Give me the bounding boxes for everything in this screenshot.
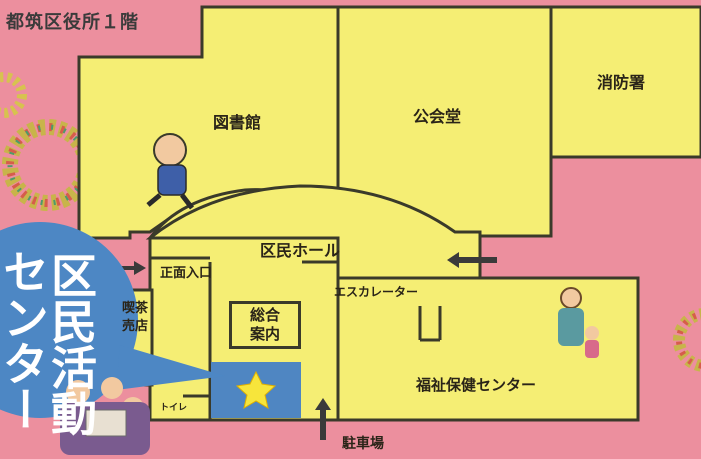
callout-text-right: 区民活動 — [44, 252, 98, 436]
person-illustration-welfare — [558, 287, 599, 358]
wreath-decoration-right — [673, 308, 701, 372]
info-desk-line1: 総合 — [249, 306, 280, 324]
label-escalator: エスカレーター — [334, 285, 419, 299]
arrow-icon-parking — [315, 398, 331, 440]
arrow-icon-east — [447, 252, 497, 268]
room-label-shop: 売店 — [121, 319, 148, 334]
person-illustration-group — [60, 377, 150, 455]
room-label-welfare-center: 福祉保健センター — [416, 376, 537, 394]
info-desk-line2: 案内 — [249, 325, 280, 343]
partitions — [150, 256, 442, 420]
info-desk: 総合 案内 — [229, 301, 301, 349]
arrow-icons — [104, 252, 497, 440]
room-ward-hall-north — [145, 184, 482, 308]
arrow-icon-entrance — [104, 261, 146, 275]
room-label-fire-station: 消防署 — [597, 73, 646, 92]
room-label-public-hall: 公会堂 — [413, 107, 462, 126]
label-main-entrance: 正面入口 — [160, 266, 213, 281]
star-icon — [235, 370, 277, 410]
floor-title: 都筑区役所１階 — [6, 12, 139, 33]
room-label-ward-hall: 区民ホール — [260, 241, 341, 260]
room-label-cafe: 喫茶 — [121, 301, 148, 316]
room-label-toilet: トイレ — [160, 403, 188, 413]
callout-text-left: センター — [0, 248, 50, 432]
wreath-decoration-left — [0, 72, 94, 211]
room-fire-station — [549, 5, 701, 159]
callout-bubble — [0, 222, 225, 418]
label-parking: 駐車場 — [342, 436, 384, 452]
room-label-cafe-shop: 喫茶 売店 — [120, 300, 150, 336]
person-illustration-library — [146, 133, 194, 210]
room-label-library: 図書館 — [213, 113, 262, 132]
